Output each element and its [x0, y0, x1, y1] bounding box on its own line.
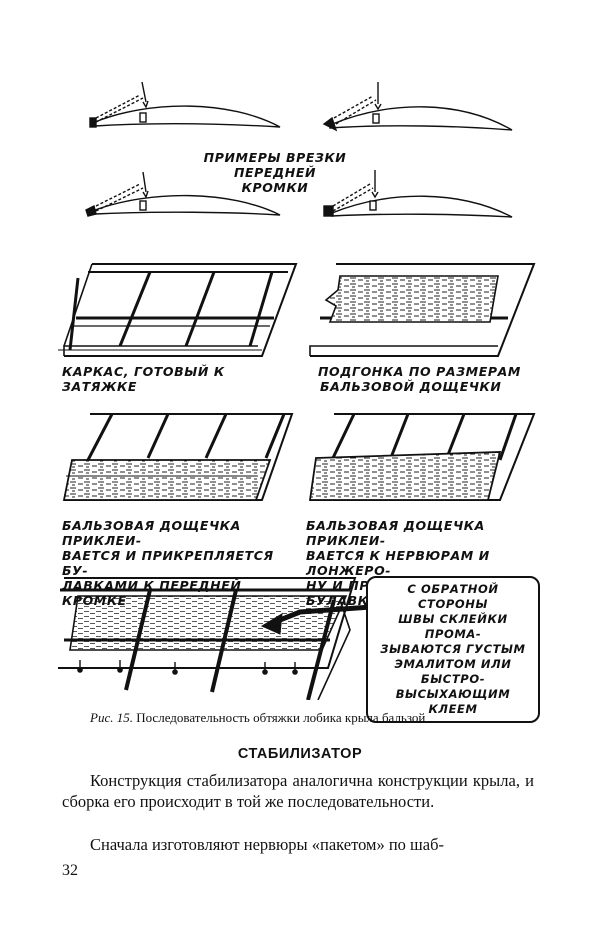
caption-prefix: Рис. 15. — [90, 710, 133, 725]
wing-underside-illustration — [58, 577, 386, 700]
label-frame-ready: КАРКАС, ГОТОВЫЙ К ЗАТЯЖКЕ — [62, 364, 282, 394]
callout-note: С ОБРАТНОЙ СТОРОНЫ ШВЫ СКЛЕЙКИ ПРОМА- ЗЫ… — [366, 576, 540, 723]
label-glue-leading-edge: БАЛЬЗОВАЯ ДОЩЕЧКА ПРИКЛЕИ- ВАЕТСЯ И ПРИК… — [62, 518, 302, 608]
callout-line: С ОБРАТНОЙ СТОРОНЫ — [407, 582, 499, 611]
balsa-glued-ribs-illustration — [308, 413, 536, 501]
figure-15-illustration — [58, 81, 536, 700]
figure-caption: Рис. 15. Последовательность обтяжки лоби… — [90, 710, 530, 726]
wing-frame-illustration — [58, 263, 298, 357]
airfoil-example-1 — [89, 81, 281, 128]
body-paragraph: Конструкция стабилизатора аналогична кон… — [62, 771, 534, 811]
label-line: БАЛЬЗОВАЯ ДОЩЕЧКА ПРИКЛЕИ- — [306, 518, 485, 548]
balsa-fitting-illustration — [309, 263, 536, 357]
label-line: ПРИМЕРЫ ВРЕЗКИ — [203, 150, 347, 165]
callout-line: ЗЫВАЮТСЯ ГУСТЫМ — [380, 642, 526, 656]
label-line: ЛАВКАМИ К ПЕРЕДНЕЙ КРОМКЕ — [62, 578, 242, 608]
label-line: ПОДГОНКА ПО РАЗМЕРАМ — [318, 364, 521, 379]
label-line: ВАЕТСЯ К НЕРВЮРАМ И ЛОНЖЕРО- — [306, 548, 490, 578]
label-line: БАЛЬЗОВАЯ ДОЩЕЧКА ПРИКЛЕИ- — [62, 518, 241, 548]
airfoil-example-3 — [85, 171, 281, 217]
caption-text: Последовательность обтяжки лобика крыла … — [136, 710, 426, 725]
airfoil-example-2 — [322, 82, 513, 132]
callout-line: ЭМАЛИТОМ ИЛИ БЫСТРО- — [394, 657, 512, 686]
page-number: 32 — [62, 862, 78, 879]
label-fitting-balsa: ПОДГОНКА ПО РАЗМЕРАМ БАЛЬЗОВОЙ ДОЩЕЧКИ — [318, 364, 538, 394]
balsa-glued-leading-edge-illustration — [62, 413, 294, 501]
callout-line: ШВЫ СКЛЕЙКИ ПРОМА- — [398, 612, 508, 641]
label-leading-edge-examples: ПРИМЕРЫ ВРЕЗКИ ПЕРЕДНЕЙ КРОМКИ — [200, 150, 350, 195]
section-title: СТАБИЛИЗАТОР — [237, 746, 363, 762]
callout-line: ВЫСЫХАЮЩИМ КЛЕЕМ — [395, 687, 511, 716]
label-line: ВАЕТСЯ И ПРИКРЕПЛЯЕТСЯ БУ- — [62, 548, 274, 578]
body-paragraph: Сначала изготовляют нервюры «пакетом» по… — [90, 835, 444, 854]
label-line: КАРКАС, ГОТОВЫЙ К ЗАТЯЖКЕ — [62, 364, 225, 394]
label-line: БАЛЬЗОВОЙ ДОЩЕЧКИ — [320, 379, 502, 394]
label-line: ПЕРЕДНЕЙ КРОМКИ — [233, 165, 317, 195]
airfoil-example-4 — [323, 170, 513, 218]
